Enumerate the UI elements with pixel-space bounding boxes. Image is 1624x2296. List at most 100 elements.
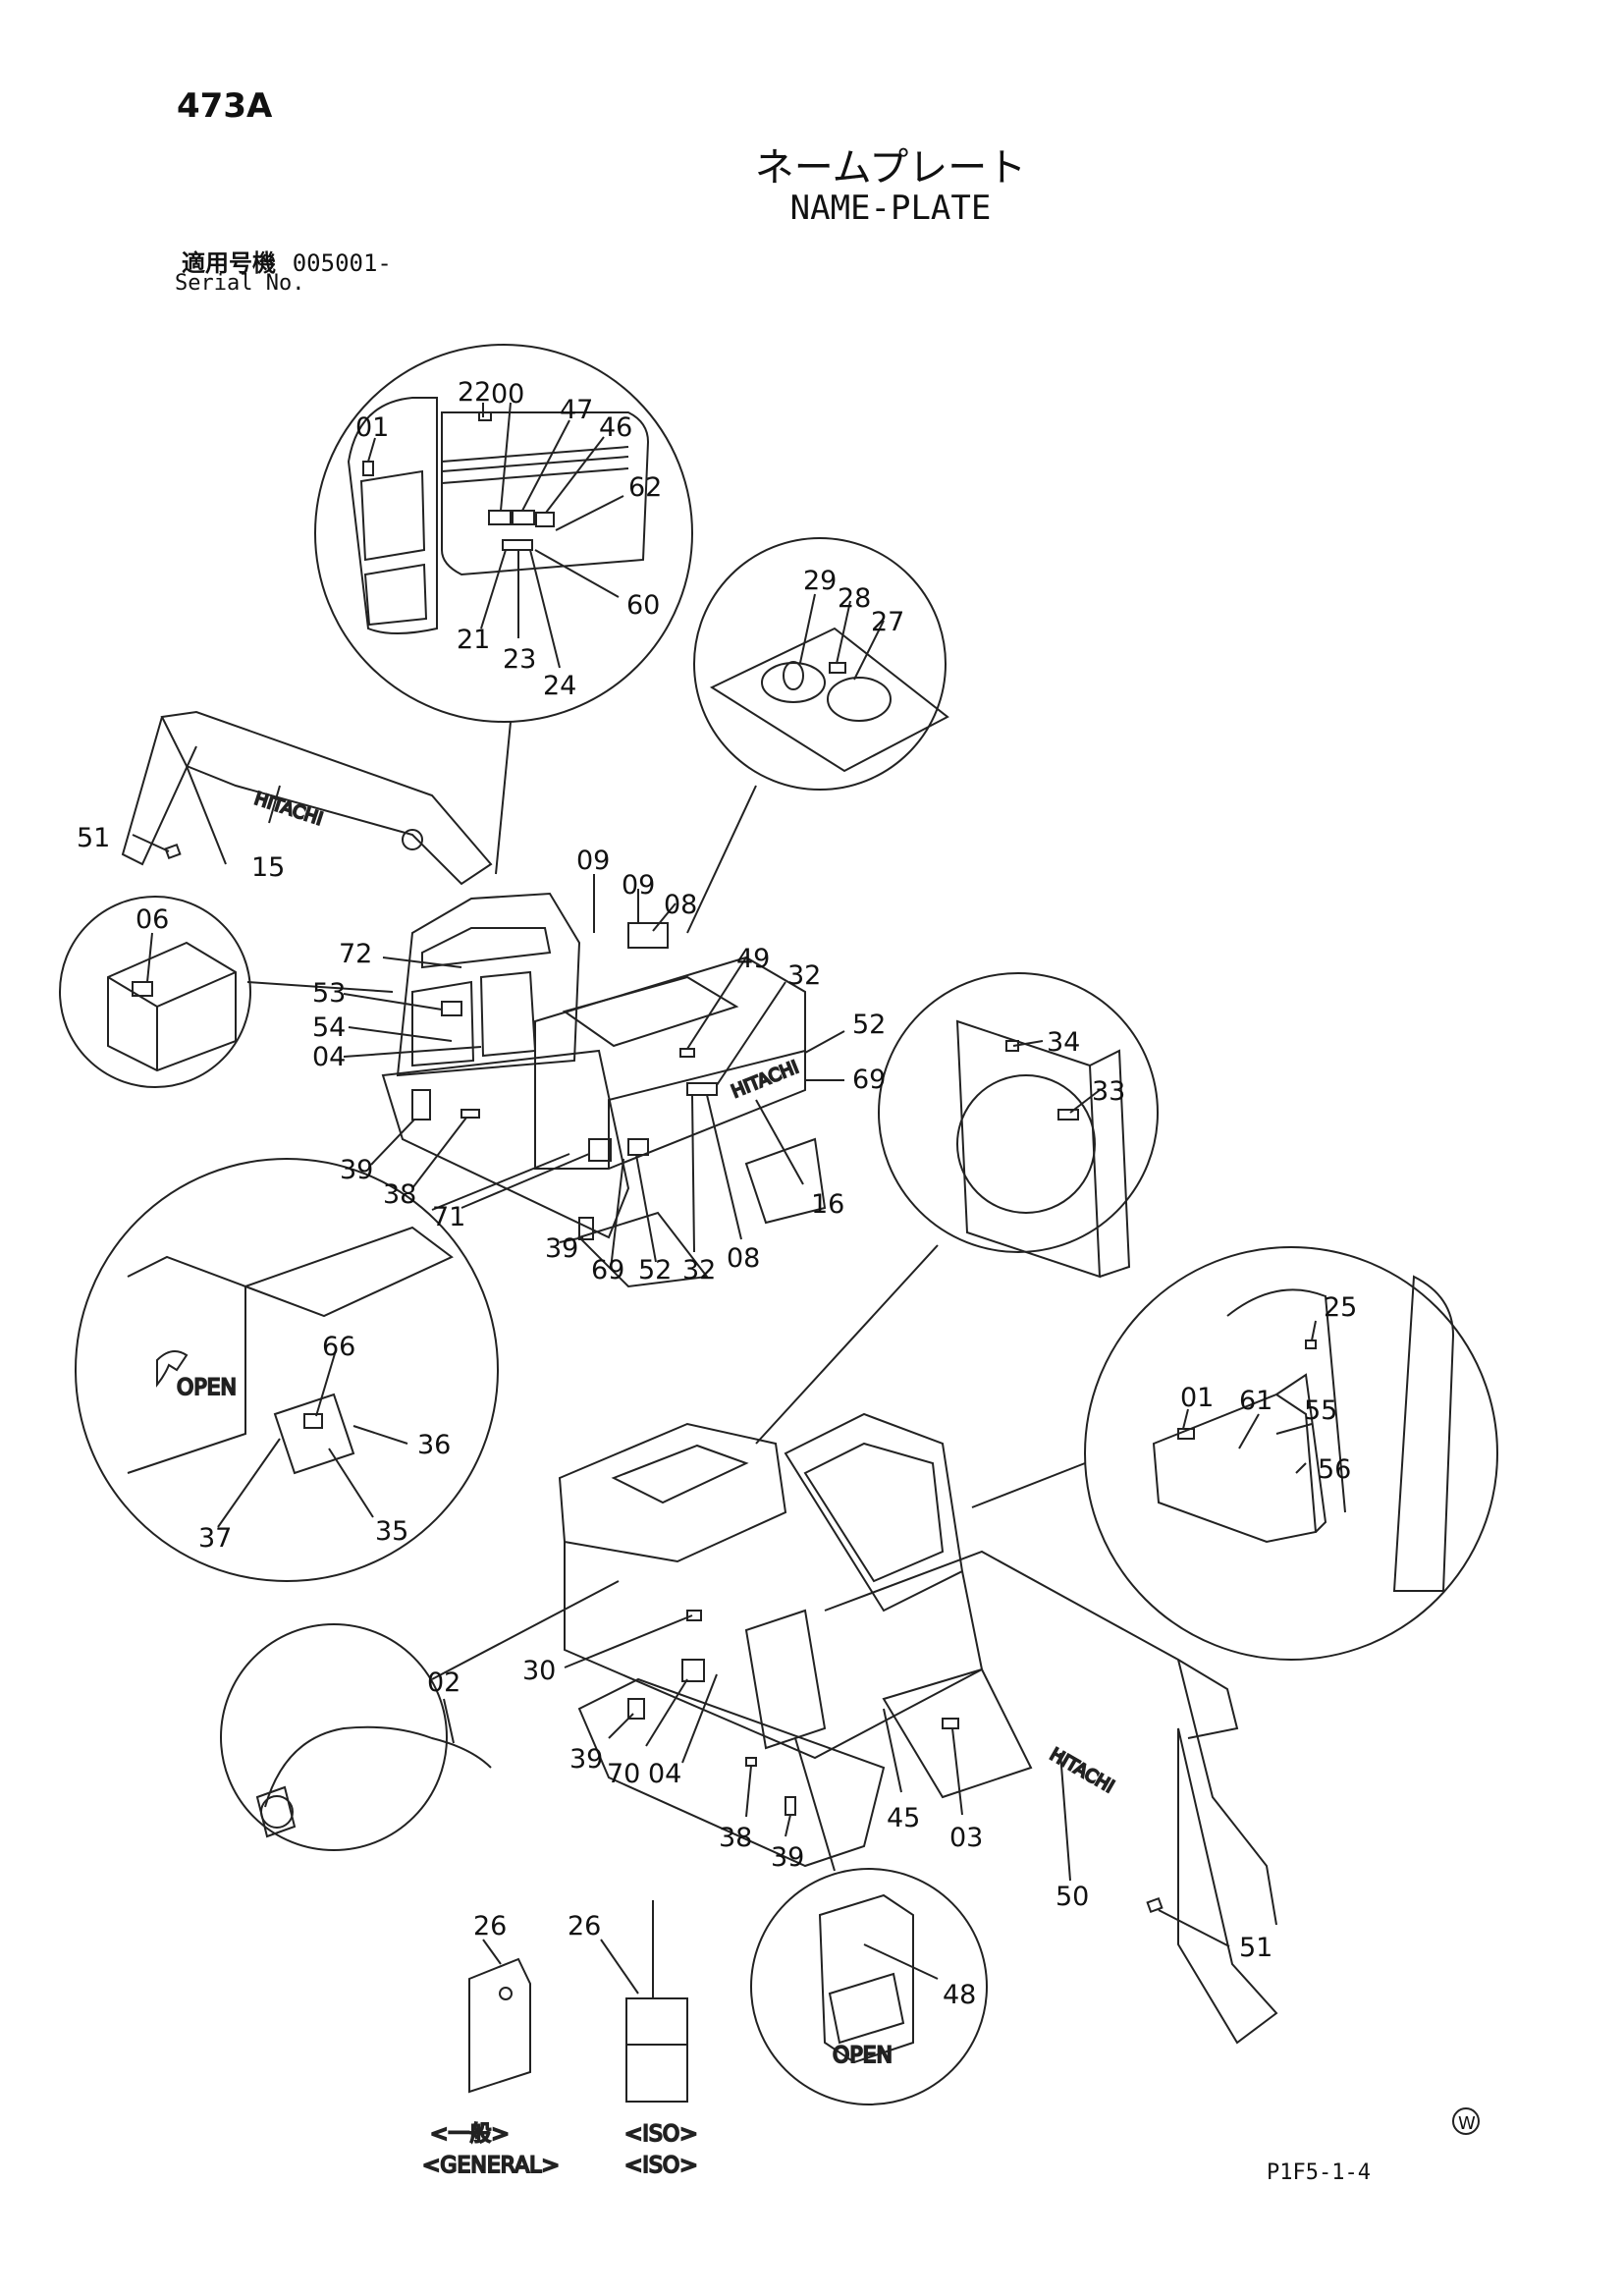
track-lower-left xyxy=(577,1677,886,1868)
plate-06 xyxy=(132,981,153,997)
detail-circle-switch xyxy=(75,1158,499,1582)
track-upper-front xyxy=(577,1211,709,1288)
callout-37: 37 xyxy=(198,1523,232,1554)
callout-47: 47 xyxy=(560,395,593,425)
leader-08b xyxy=(706,1094,742,1240)
callout-04: 04 xyxy=(312,1042,346,1072)
detail-harness xyxy=(220,1580,620,1851)
detail-battery-switch xyxy=(75,1153,570,1582)
leader-26a xyxy=(482,1939,502,1965)
hood-panel-lower xyxy=(611,1444,749,1504)
leader-55 xyxy=(1275,1423,1313,1435)
callout-02: 02 xyxy=(427,1667,460,1698)
callout-09: 09 xyxy=(576,846,610,876)
detail-radiator xyxy=(755,972,1159,1445)
leader-71 xyxy=(460,1153,590,1209)
callout-26: 26 xyxy=(473,1911,507,1941)
callout-51: 51 xyxy=(1239,1933,1272,1963)
plate-25 xyxy=(1305,1339,1317,1349)
leader-console-detail xyxy=(971,1462,1086,1508)
plate-33 xyxy=(1057,1109,1079,1121)
tag-iso-1: <ISO> xyxy=(624,2122,698,2147)
plate-53 xyxy=(441,1001,462,1016)
callout-39: 39 xyxy=(340,1155,373,1185)
leader-26b xyxy=(600,1939,639,1995)
callout-29: 29 xyxy=(803,566,837,596)
callout-09: 09 xyxy=(622,870,655,901)
callout-01: 01 xyxy=(355,412,389,443)
leader-56 xyxy=(1295,1462,1307,1474)
harness-connector xyxy=(255,1785,297,1838)
callout-00: 00 xyxy=(491,379,524,410)
callout-39: 39 xyxy=(545,1233,578,1264)
callout-52: 52 xyxy=(638,1255,672,1285)
seat-back xyxy=(127,1255,246,1474)
leader-radiator-detail xyxy=(755,1244,939,1445)
harness-cable xyxy=(264,1725,492,1808)
brand-boom-upper: HITACHI xyxy=(251,789,325,830)
arm-lower xyxy=(1177,1659,1277,1926)
tool-box-lower xyxy=(744,1609,827,1750)
detail-fuse-box xyxy=(750,1737,988,2105)
air-cleaner-stem xyxy=(783,661,804,690)
title-japanese: ネームプレート xyxy=(754,145,1027,191)
leader-15 xyxy=(268,785,281,824)
switch-box xyxy=(273,1393,355,1475)
tag-general-hole xyxy=(499,1987,513,2000)
serial-label-ja-text: 適用号機 xyxy=(182,249,276,277)
callout-51: 51 xyxy=(77,823,110,853)
leader-34 xyxy=(1012,1040,1044,1047)
cab-rear-panel xyxy=(441,411,650,576)
footer-mark-circle xyxy=(1452,2107,1480,2135)
leader-39-upper-a xyxy=(370,1119,415,1166)
callout-32: 32 xyxy=(682,1255,716,1285)
leader-harness-detail xyxy=(431,1580,620,1680)
plate-38-lower xyxy=(745,1757,757,1767)
plate-22 xyxy=(478,411,492,421)
plate-39-upper-a xyxy=(411,1089,431,1121)
plate-21-24 xyxy=(502,539,533,551)
tag-iso xyxy=(600,1900,688,2103)
leader-01-console xyxy=(1182,1408,1189,1430)
leader-45 xyxy=(883,1708,902,1793)
callout-39: 39 xyxy=(771,1842,804,1873)
callout-45: 45 xyxy=(887,1803,920,1833)
serial-value: 005001- xyxy=(292,249,392,277)
leader-00 xyxy=(500,402,512,512)
leader-52 xyxy=(804,1030,845,1054)
callout-28: 28 xyxy=(838,583,871,614)
callout-53: 53 xyxy=(312,978,346,1009)
cab-side-window xyxy=(411,980,475,1067)
leader-04-upper xyxy=(343,1046,482,1058)
leader-01-cab xyxy=(367,437,376,463)
plate-39-lower-a xyxy=(627,1698,645,1720)
engine-hood-lower xyxy=(558,1422,787,1563)
callout-33: 33 xyxy=(1092,1076,1125,1107)
upper-frame-lower xyxy=(564,1542,984,1760)
detail-battery-box xyxy=(59,896,394,1088)
battery-box-shape xyxy=(107,941,237,1072)
callout-39: 39 xyxy=(569,1744,603,1775)
arm-upper xyxy=(121,716,197,866)
callout-69: 69 xyxy=(591,1255,624,1285)
leader-engine-detail xyxy=(686,785,757,934)
boom-pin xyxy=(402,829,423,850)
leader-46 xyxy=(545,436,605,514)
leader-51-upper xyxy=(132,834,170,852)
plate-47 xyxy=(512,510,535,525)
radiator-side xyxy=(1089,1049,1131,1278)
fuse-cover xyxy=(818,1893,914,2064)
leader-21 xyxy=(480,549,507,629)
cab-window-lower xyxy=(363,563,428,627)
callout-69: 69 xyxy=(852,1065,886,1095)
machine-lower-view xyxy=(558,1412,1278,2045)
callout-30: 30 xyxy=(522,1656,556,1686)
tag-iso-shape xyxy=(625,1997,688,2103)
footer-code: P1F5-1-4 xyxy=(1267,2160,1371,2185)
leader-39-lower-b xyxy=(785,1814,791,1837)
footer-mark: W xyxy=(1458,2113,1476,2134)
track-upper-left xyxy=(381,1049,630,1239)
plate-46 xyxy=(535,512,555,527)
callout-21: 21 xyxy=(457,625,490,655)
leader-35 xyxy=(328,1448,374,1518)
